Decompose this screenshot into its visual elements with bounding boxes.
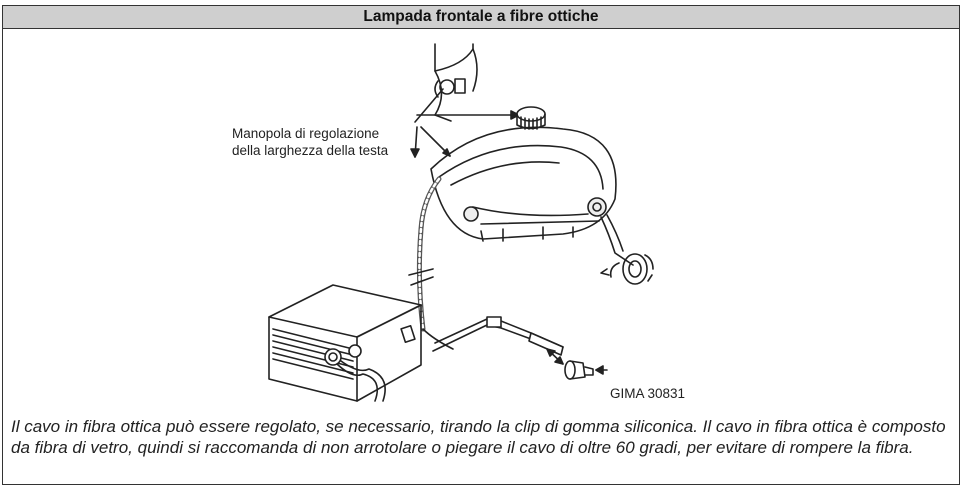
fiber-optic-cable	[408, 176, 564, 365]
part-code-label: GIMA 30831	[610, 386, 686, 401]
adapter-connector	[564, 360, 608, 380]
light-source-box	[268, 284, 422, 402]
headlamp-illustration	[268, 43, 654, 402]
headlamp-figure: Manopola di regolazione della larghezza …	[3, 29, 959, 402]
knob-label-line2: della larghezza della testa	[232, 143, 389, 158]
manual-section: Lampada frontale a fibre ottiche	[2, 5, 960, 485]
instruction-caption: Il cavo in fibra ottica può essere regol…	[11, 417, 946, 457]
knob-label-line1: Manopola di regolazione	[232, 126, 380, 141]
knob-detail-icon	[434, 43, 478, 122]
knob-label: Manopola di regolazione della larghezza …	[232, 125, 388, 159]
section-title: Lampada frontale a fibre ottiche	[3, 6, 959, 29]
headband-icon	[430, 106, 654, 285]
